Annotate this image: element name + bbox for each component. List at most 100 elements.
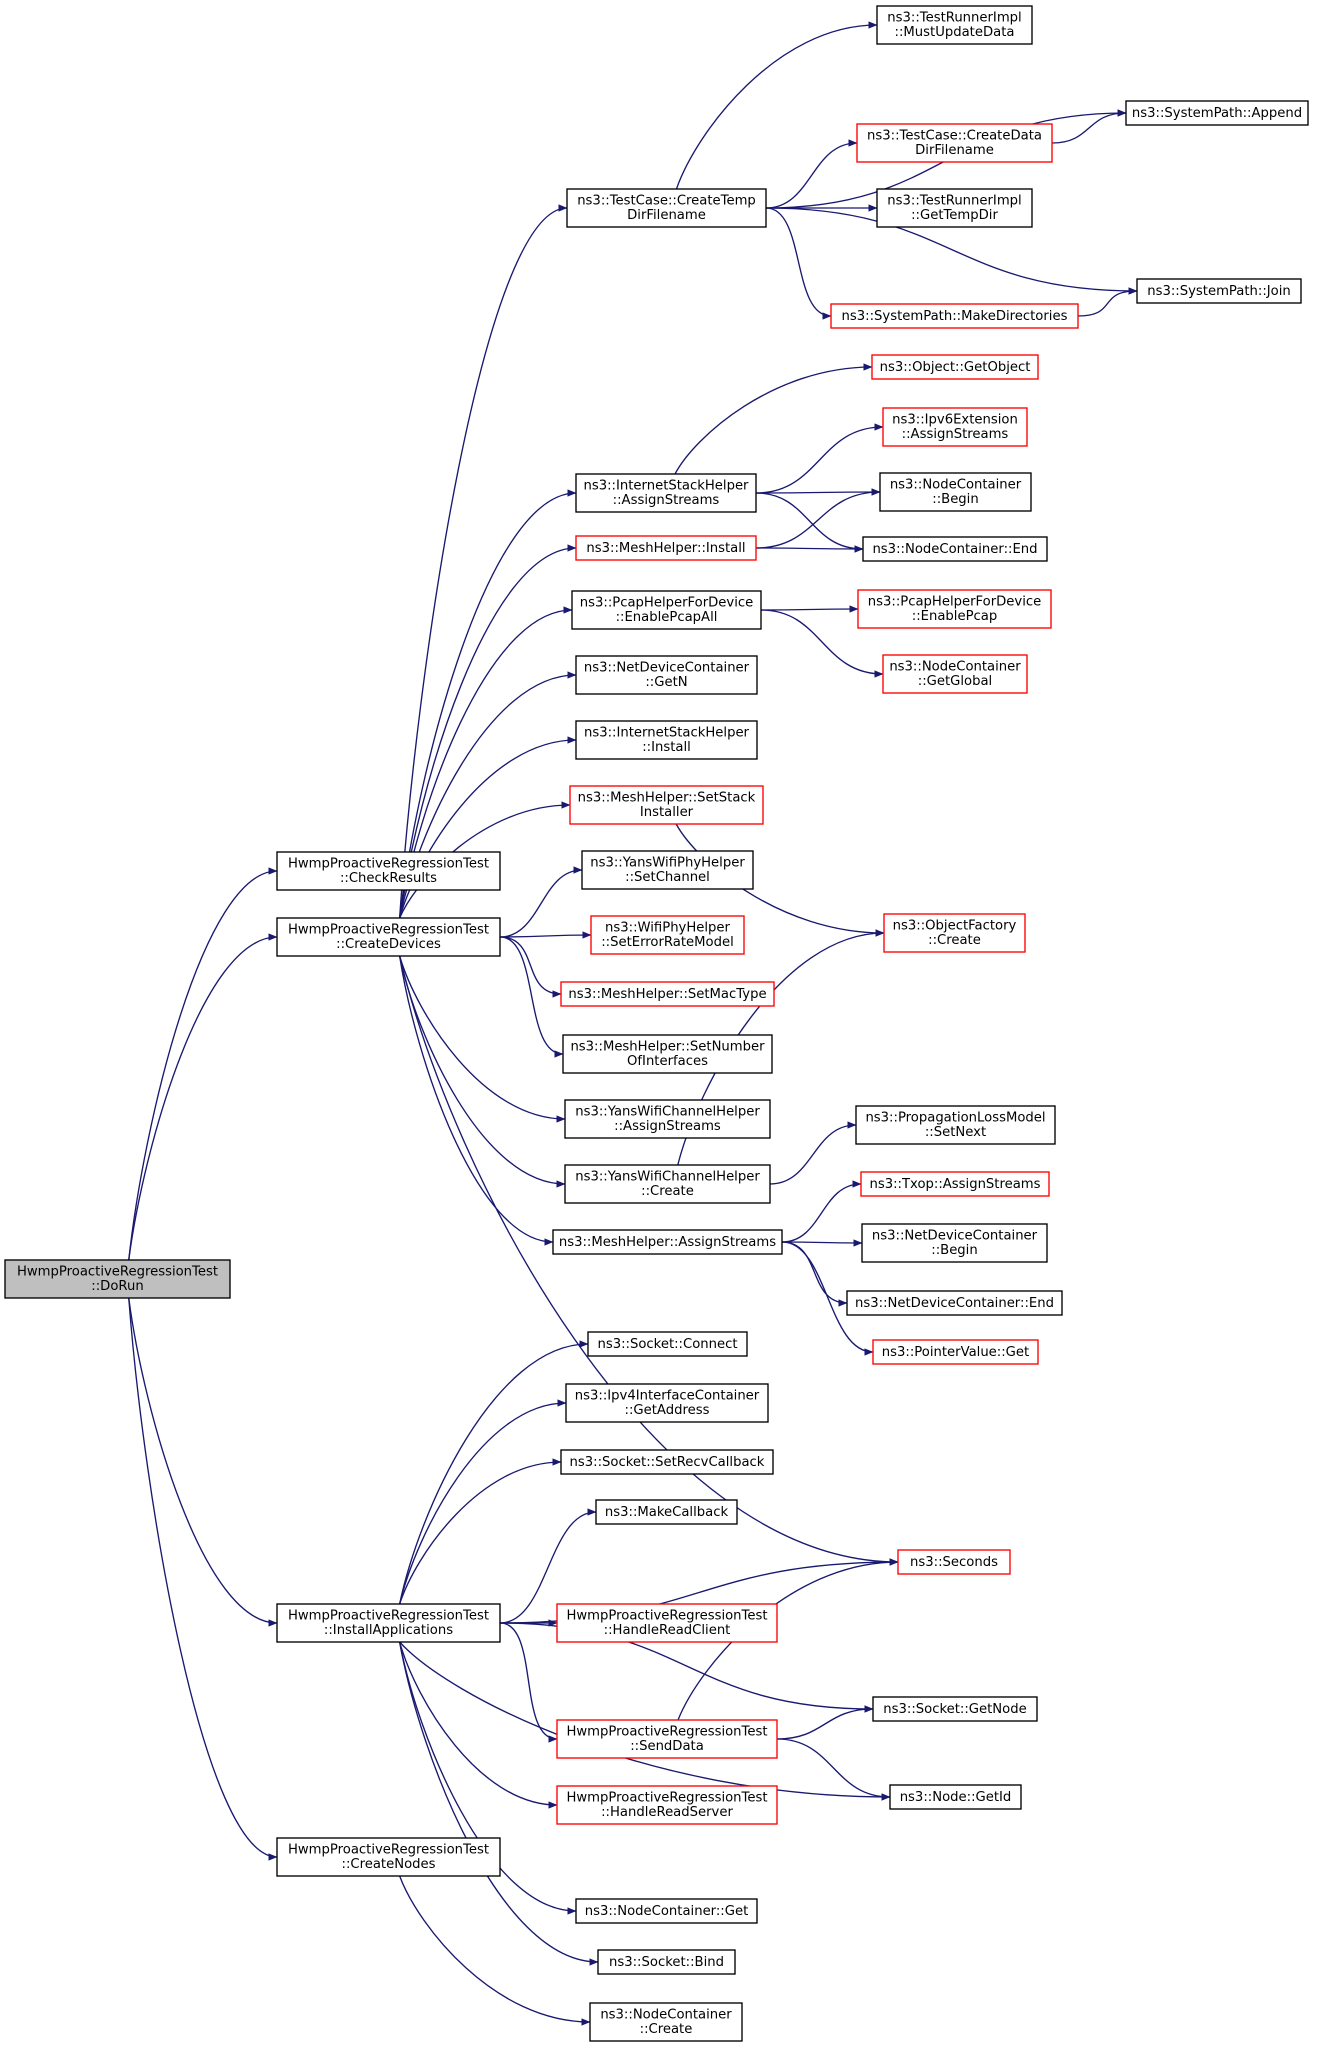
node-box	[575, 720, 758, 760]
node-label: ::Begin	[931, 1243, 977, 1258]
graph-node-ns3-nodecontainer-get[interactable]: ns3::NodeContainer::Get	[575, 1898, 758, 1924]
node-box	[871, 354, 1039, 380]
graph-node-ns3-internetstackhelper-install[interactable]: ns3::InternetStackHelper::Install	[575, 720, 758, 760]
node-label: ns3::NetDeviceContainer::End	[855, 1296, 1054, 1311]
node-label: ns3::PropagationLossModel	[865, 1111, 1045, 1126]
graph-node-hwmpproactiveregressiontest-createnodes[interactable]: HwmpProactiveRegressionTest::CreateNodes	[276, 1837, 501, 1877]
graph-node-ns3-meshhelper-install[interactable]: ns3::MeshHelper::Install	[575, 535, 757, 561]
node-box	[566, 188, 767, 228]
node-label: ns3::PointerValue::Get	[882, 1345, 1029, 1360]
graph-node-ns3-ipv4interfacecontainer-getaddress[interactable]: ns3::Ipv4InterfaceContainer::GetAddress	[565, 1383, 769, 1423]
node-label: HwmpProactiveRegressionTest	[288, 1609, 489, 1624]
graph-node-ns3-txop-assignstreams[interactable]: ns3::Txop::AssignStreams	[860, 1171, 1050, 1197]
graph-node-hwmpproactiveregressiontest-createdevices[interactable]: HwmpProactiveRegressionTest::CreateDevic…	[276, 917, 501, 957]
node-box	[860, 1171, 1050, 1197]
node-label: Installer	[640, 805, 694, 820]
graph-node-hwmpproactiveregressiontest-senddata[interactable]: HwmpProactiveRegressionTest::SendData	[556, 1719, 778, 1759]
node-box	[1136, 278, 1302, 304]
node-label: ns3::NodeContainer	[889, 660, 1021, 675]
node-label: ::GetGlobal	[918, 674, 992, 689]
graph-node-ns3-nodecontainer-end[interactable]: ns3::NodeContainer::End	[862, 536, 1048, 562]
graph-node-ns3-object-getobject[interactable]: ns3::Object::GetObject	[871, 354, 1039, 380]
node-label: ns3::Object::GetObject	[880, 360, 1031, 375]
node-box	[862, 536, 1048, 562]
node-label: DirFilename	[915, 143, 994, 158]
graph-node-ns3-yanswifichannelhelper-create[interactable]: ns3::YansWifiChannelHelper::Create	[564, 1164, 771, 1204]
graph-node-ns3-yanswifiphyhelper-setchannel[interactable]: ns3::YansWifiPhyHelper::SetChannel	[581, 850, 754, 890]
node-box	[564, 1099, 771, 1139]
node-box	[879, 472, 1032, 512]
call-edge-n5-n19	[675, 21, 878, 190]
node-label: ::Create	[641, 1184, 694, 1199]
graph-node-ns3-node-getid[interactable]: ns3::Node::GetId	[889, 1784, 1022, 1810]
graph-node-ns3-netdevicecontainer-begin[interactable]: ns3::NetDeviceContainer::Begin	[861, 1223, 1048, 1263]
graph-node-ns3-propagationlossmodel-setnext[interactable]: ns3::PropagationLossModel::SetNext	[855, 1105, 1056, 1145]
node-label: HwmpProactiveRegressionTest	[566, 1791, 767, 1806]
node-label: ::SetChannel	[625, 870, 710, 885]
graph-node-ns3-pcaphelperfordevice-enablepcapall[interactable]: ns3::PcapHelperForDevice::EnablePcapAll	[571, 590, 762, 630]
node-box	[876, 5, 1033, 45]
node-label: ns3::Socket::Connect	[597, 1337, 737, 1352]
graph-node-ns3-netdevicecontainer-end[interactable]: ns3::NetDeviceContainer::End	[846, 1290, 1063, 1316]
graph-node-ns3-makecallback[interactable]: ns3::MakeCallback	[595, 1499, 738, 1525]
graph-node-ns3-systempath-append[interactable]: ns3::SystemPath::Append	[1125, 100, 1309, 126]
graph-node-ns3-systempath-makedirectories[interactable]: ns3::SystemPath::MakeDirectories	[830, 303, 1079, 329]
call-edge-n2-n16	[399, 955, 566, 1123]
node-label: ::AssignStreams	[614, 1119, 721, 1134]
graph-node-ns3-ipv6extension-assignstreams[interactable]: ns3::Ipv6Extension::AssignStreams	[882, 407, 1028, 447]
graph-node-ns3-systempath-join[interactable]: ns3::SystemPath::Join	[1136, 278, 1302, 304]
node-box	[882, 654, 1028, 694]
graph-node-hwmpproactiveregressiontest-handlereadclient[interactable]: HwmpProactiveRegressionTest::HandleReadC…	[556, 1603, 778, 1643]
edge-layer	[128, 21, 1138, 2026]
node-box	[855, 1105, 1056, 1145]
graph-node-ns3-socket-getnode[interactable]: ns3::Socket::GetNode	[872, 1696, 1038, 1722]
graph-node-ns3-nodecontainer-getglobal[interactable]: ns3::NodeContainer::GetGlobal	[882, 654, 1028, 694]
graph-node-ns3-testrunnerimpl-mustupdatedata[interactable]: ns3::TestRunnerImpl::MustUpdateData	[876, 5, 1033, 45]
call-edge-n4-n49	[399, 1875, 591, 2026]
graph-node-ns3-internetstackhelper-assignstreams[interactable]: ns3::InternetStackHelper::AssignStreams	[575, 473, 757, 513]
node-box	[556, 1603, 778, 1643]
graph-node-ns3-objectfactory-create[interactable]: ns3::ObjectFactory::Create	[883, 913, 1026, 953]
graph-node-ns3-yanswifichannelhelper-assignstreams[interactable]: ns3::YansWifiChannelHelper::AssignStream…	[564, 1099, 771, 1139]
graph-node-ns3-nodecontainer-begin[interactable]: ns3::NodeContainer::Begin	[879, 472, 1032, 512]
node-label: ::CheckResults	[340, 871, 437, 886]
call-edge-n18-n34	[781, 1239, 863, 1247]
graph-node-ns3-seconds[interactable]: ns3::Seconds	[897, 1549, 1011, 1575]
graph-node-hwmpproactiveregressiontest-handlereadserver[interactable]: HwmpProactiveRegressionTest::HandleReadS…	[556, 1785, 778, 1825]
graph-node-ns3-meshhelper-assignstreams[interactable]: ns3::MeshHelper::AssignStreams	[552, 1229, 783, 1255]
node-box	[595, 1499, 738, 1525]
call-edge-n44-n46	[776, 1738, 891, 1801]
call-edge-n44-n43	[776, 1705, 874, 1740]
graph-node-ns3-meshhelper-setmactype[interactable]: ns3::MeshHelper::SetMacType	[560, 981, 775, 1007]
call-edge-n2-n11	[399, 801, 571, 919]
graph-node-ns3-socket-setrecvcallback[interactable]: ns3::Socket::SetRecvCallback	[560, 1449, 774, 1475]
node-label: ns3::Socket::Bind	[609, 1955, 724, 1970]
graph-node-hwmpproactiveregressiontest-installapplications[interactable]: HwmpProactiveRegressionTest::InstallAppl…	[276, 1603, 501, 1643]
graph-node-ns3-socket-bind[interactable]: ns3::Socket::Bind	[597, 1949, 736, 1975]
graph-node-ns3-pcaphelperfordevice-enablepcap[interactable]: ns3::PcapHelperForDevice::EnablePcap	[857, 589, 1052, 629]
node-box	[581, 850, 754, 890]
node-label: ns3::MeshHelper::SetStack	[578, 791, 756, 806]
node-label: HwmpProactiveRegressionTest	[566, 1725, 767, 1740]
graph-node-hwmpproactiveregressiontest-checkresults[interactable]: HwmpProactiveRegressionTest::CheckResult…	[276, 851, 501, 891]
graph-node-ns3-wifiphyhelper-seterrorratemodel[interactable]: ns3::WifiPhyHelper::SetErrorRateModel	[590, 915, 745, 955]
graph-node-ns3-netdevicecontainer-getn[interactable]: ns3::NetDeviceContainer::GetN	[575, 655, 758, 695]
node-label: ns3::MeshHelper::SetMacType	[568, 987, 766, 1002]
graph-node-hwmpproactiveregressiontest-dorun[interactable]: HwmpProactiveRegressionTest::DoRun	[4, 1259, 231, 1299]
node-label: ::CreateDevices	[336, 937, 441, 952]
call-edge-n6-n28	[755, 492, 864, 553]
graph-node-ns3-pointervalue-get[interactable]: ns3::PointerValue::Get	[872, 1339, 1039, 1365]
graph-node-ns3-socket-connect[interactable]: ns3::Socket::Connect	[587, 1331, 748, 1357]
graph-node-ns3-testrunnerimpl-gettempdir[interactable]: ns3::TestRunnerImpl::GetTempDir	[876, 188, 1033, 228]
node-box	[575, 535, 757, 561]
node-box	[575, 655, 758, 695]
node-label: ns3::NetDeviceContainer	[872, 1229, 1038, 1244]
call-edge-n3-n41	[499, 1508, 597, 1624]
node-label: DirFilename	[627, 208, 706, 223]
graph-node-ns3-nodecontainer-create[interactable]: ns3::NodeContainer::Create	[589, 2002, 743, 2042]
